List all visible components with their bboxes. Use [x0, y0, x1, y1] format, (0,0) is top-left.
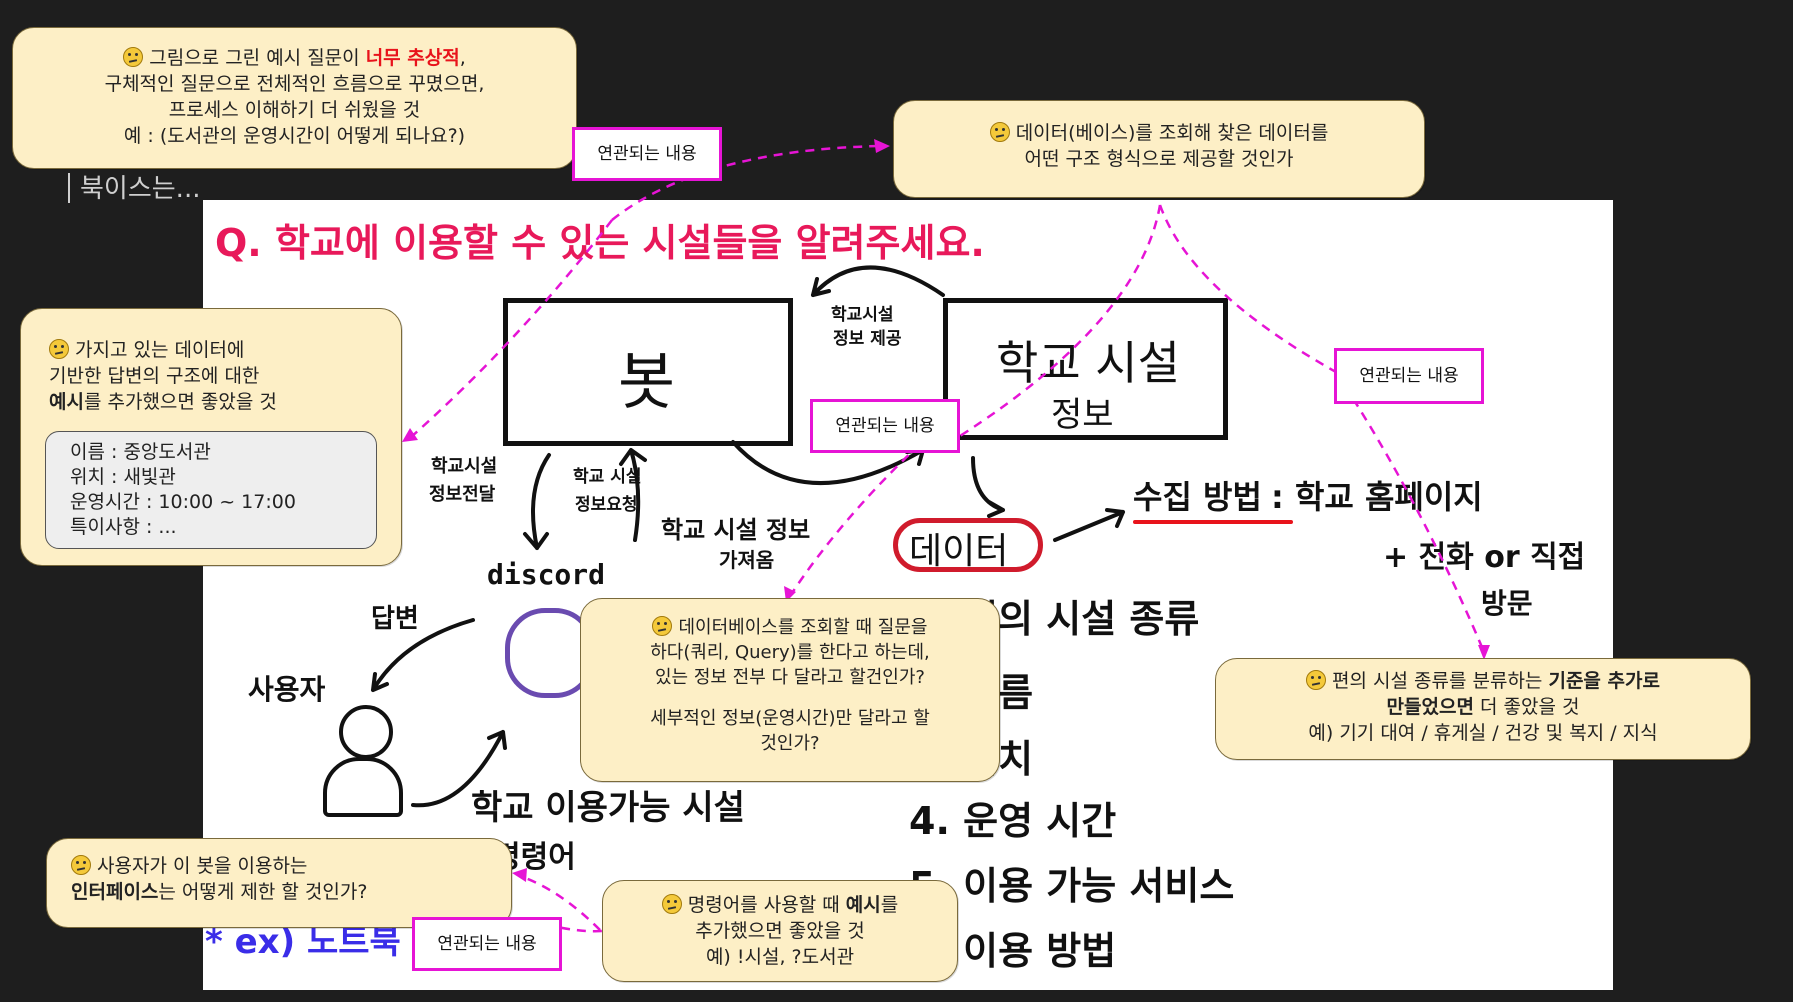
- request-info-label-1: 학교 시설: [573, 467, 642, 487]
- collect-method-underline: [1133, 520, 1293, 524]
- arrow-answer: [371, 618, 475, 692]
- collect-method-label: 수집 방법: [1133, 478, 1262, 516]
- example-answer-card: 이름 : 중앙도서관 위치 : 새빛관 운영시간 : 10:00 ~ 17:00…: [45, 431, 377, 549]
- example-command-text: * ex) 노트북 대: [205, 922, 444, 962]
- thinking-face-icon: [123, 47, 144, 67]
- related-tag-3: 연관되는 내용: [1334, 348, 1484, 404]
- bot-label: 봇: [618, 345, 676, 418]
- deliver-info-label-2: 정보전달: [429, 484, 496, 505]
- thinking-face-icon: [71, 855, 91, 875]
- fetch-info-label-2: 가져옴: [719, 548, 775, 572]
- comment-abstract-question: 그림으로 그린 예시 질문이 너무 추상적, 구체적인 질문으로 전체적인 흐름…: [12, 27, 577, 169]
- thinking-face-icon: [661, 894, 682, 914]
- provide-info-label-1: 학교시설: [831, 305, 894, 325]
- answer-label: 답변: [371, 604, 419, 634]
- request-info-label-2: 정보요청: [575, 495, 638, 515]
- thinking-face-icon: [49, 339, 69, 359]
- related-tag-2: 연관되는 내용: [810, 399, 960, 453]
- related-tag-4: 연관되는 내용: [412, 917, 562, 971]
- fetch-info-label-1: 학교 시설 정보: [661, 516, 811, 544]
- command-label-1: 학교 이용가능 시설: [471, 788, 745, 828]
- discord-label: discord: [487, 558, 606, 591]
- comment-command-example: 명령어를 사용할 때 예시를 추가했으면 좋았을 것 예) !시설, ?도서관: [602, 880, 958, 982]
- thinking-face-icon: [652, 616, 673, 636]
- thinking-face-icon: [989, 122, 1010, 142]
- thinking-face-icon: [1306, 670, 1327, 690]
- related-tag-1: 연관되는 내용: [572, 127, 722, 181]
- comment-interface-limit: 사용자가 이 봇을 이용하는 인터페이스는 어떻게 제한 할 것인가?: [46, 838, 512, 928]
- provide-info-label-2: 정보 제공: [833, 329, 902, 349]
- data-item-4: 4. 운영 시간: [909, 799, 1117, 843]
- arrow-provide: [811, 265, 945, 297]
- arrow-deliver: [523, 453, 551, 550]
- comment-classification-criteria: 편의 시설 종류를 분류하는 기준을 추가로 만들었으면 더 좋았을 것 예) …: [1215, 658, 1751, 760]
- comment-query-scope: 데이터베이스를 조회할 때 질문을 하다(쿼리, Query)를 한다고 하는데…: [580, 598, 1000, 782]
- comment-answer-structure: 가지고 있는 데이터에 기반한 답변의 구조에 대한 예시를 추가했으면 좋았을…: [20, 308, 402, 566]
- data-item-5: 5. 이용 가능 서비스: [909, 864, 1235, 908]
- background-text-fragment: 북이스는...: [68, 168, 200, 205]
- arrow-to-collect: [1053, 508, 1125, 542]
- comment-data-format: 데이터(베이스)를 조회해 찾은 데이터를 어떤 구조 형식으로 제공할 것인가: [893, 100, 1425, 198]
- user-label: 사용자: [248, 673, 326, 706]
- arrow-request: [619, 448, 647, 542]
- user-icon: [323, 705, 403, 817]
- arrow-to-data: [971, 456, 1005, 518]
- deliver-info-label-1: 학교시설: [431, 456, 498, 477]
- arrow-to-discord: [411, 730, 507, 808]
- data-label: 데이터: [909, 531, 1009, 572]
- collect-method-line3: 방문: [1481, 587, 1533, 620]
